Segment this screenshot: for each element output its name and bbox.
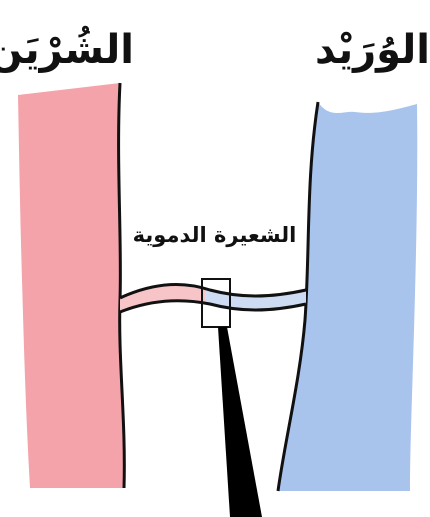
capillary-label: الشعيرة الدموية bbox=[132, 218, 297, 252]
artery-label: الشُرْيَن bbox=[14, 22, 134, 78]
zoom-pointer bbox=[218, 327, 262, 517]
vein-label: الوُرَيْد bbox=[325, 22, 430, 78]
artery-vessel bbox=[18, 83, 124, 488]
